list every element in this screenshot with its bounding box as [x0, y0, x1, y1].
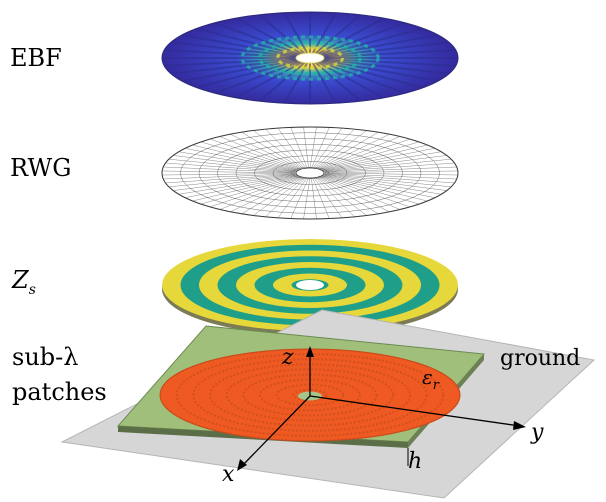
axes — [237, 346, 526, 471]
rwg-mesh-lines — [161, 126, 459, 220]
ebf-disk — [161, 11, 459, 105]
z-axis-arrow — [306, 346, 314, 357]
rwg-mesh-disk — [161, 126, 459, 220]
y-axis-arrow — [513, 421, 526, 430]
label-ebf: EBF — [10, 44, 62, 72]
label-patches: patches — [12, 378, 107, 406]
label-epsilon-sub: r — [432, 378, 439, 393]
label-sub-lambda: sub-λ — [12, 343, 79, 371]
label-zs-sub: s — [28, 281, 36, 298]
zs-disk — [162, 239, 458, 335]
label-y-axis: y — [531, 420, 544, 445]
x-axis-arrow — [237, 459, 247, 471]
label-zs-main: Z — [12, 266, 29, 294]
label-zs: Zs — [12, 266, 36, 298]
label-epsilon-main: ε — [422, 365, 433, 389]
y-axis-line — [309, 395, 521, 427]
label-z-axis: z — [282, 345, 294, 370]
label-h: h — [408, 449, 423, 474]
label-epsilon-r: εr — [422, 365, 439, 393]
label-ground: ground — [500, 346, 581, 371]
ebf-spokes — [162, 12, 458, 104]
x-axis-line — [240, 395, 311, 468]
label-x-axis: x — [222, 462, 235, 487]
label-rwg: RWG — [10, 154, 72, 182]
